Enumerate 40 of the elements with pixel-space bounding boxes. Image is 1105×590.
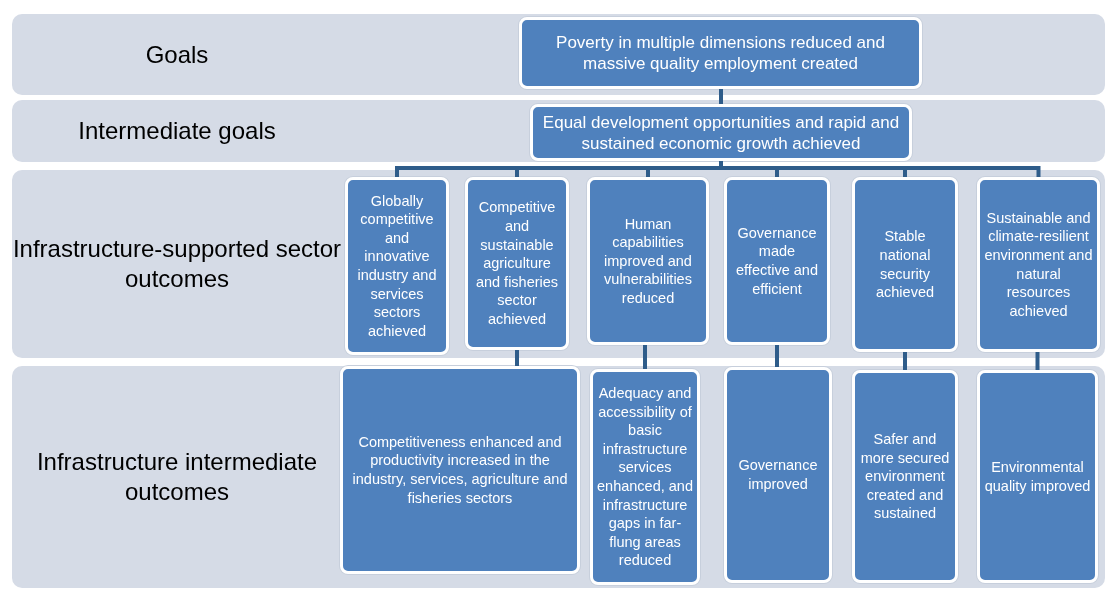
outcome-box — [590, 369, 700, 585]
outcome-box — [724, 177, 830, 345]
outcome-box — [587, 177, 709, 345]
level-band — [12, 366, 1105, 588]
level-band — [12, 100, 1105, 162]
outcome-box — [465, 177, 569, 350]
outcome-text: Equal development opportunities and rapid and sustained economic growth achieved — [541, 111, 901, 154]
level-label: Goals — [145, 39, 209, 70]
outcome-box — [977, 370, 1098, 583]
outcome-box — [977, 177, 1100, 352]
outcome-text: Competitiveness enhanced and productivity increased in the industry, services, agriculture and fisheries sectors — [351, 432, 569, 508]
level-band — [12, 170, 1105, 358]
outcome-text: Stable national security achieved — [874, 227, 935, 302]
outcome-box — [530, 104, 912, 161]
outcome-text: Adequacy and accessibility of basic infrastructure services enhanced, and infrastructure gaps in far-flung areas reduced — [597, 384, 693, 570]
outcome-box — [852, 370, 958, 583]
connector-line — [719, 89, 723, 104]
level-band — [12, 14, 1105, 95]
level-label: Infrastructure intermediate outcomes — [35, 447, 319, 507]
outcome-box — [340, 366, 580, 574]
outcome-text: Governance made effective and efficient — [735, 223, 819, 299]
outcome-text: Competitive and sustainable agriculture and fisheries sector achieved — [474, 198, 560, 329]
connector-line — [643, 345, 647, 369]
outcome-text: Sustainable and climate-resilient environment and natural resources achieved — [984, 208, 1093, 321]
outcome-text: Globally competitive and innovative industry and services sectors achieved — [356, 191, 438, 341]
outcome-box — [724, 367, 832, 583]
outcome-box — [852, 177, 958, 352]
outcome-box — [345, 177, 449, 355]
level-label: Intermediate goals — [78, 116, 276, 146]
outcome-text: Human capabilities improved and vulnerabilities reduced — [603, 214, 693, 308]
outcome-text: Governance improved — [737, 456, 819, 494]
connector-line — [515, 350, 519, 366]
level-label: Infrastructure-supported sector outcomes — [12, 234, 342, 294]
connector-line — [903, 352, 907, 370]
outcome-box — [519, 17, 922, 89]
outcome-text: Safer and more secured environment created and sustained — [859, 430, 951, 523]
outcome-text: Poverty in multiple dimensions reduced and massive quality employment created — [555, 32, 886, 74]
outcome-text: Environmental quality improved — [984, 457, 1091, 496]
connector-line — [1035, 352, 1040, 370]
connector-line — [775, 345, 779, 367]
